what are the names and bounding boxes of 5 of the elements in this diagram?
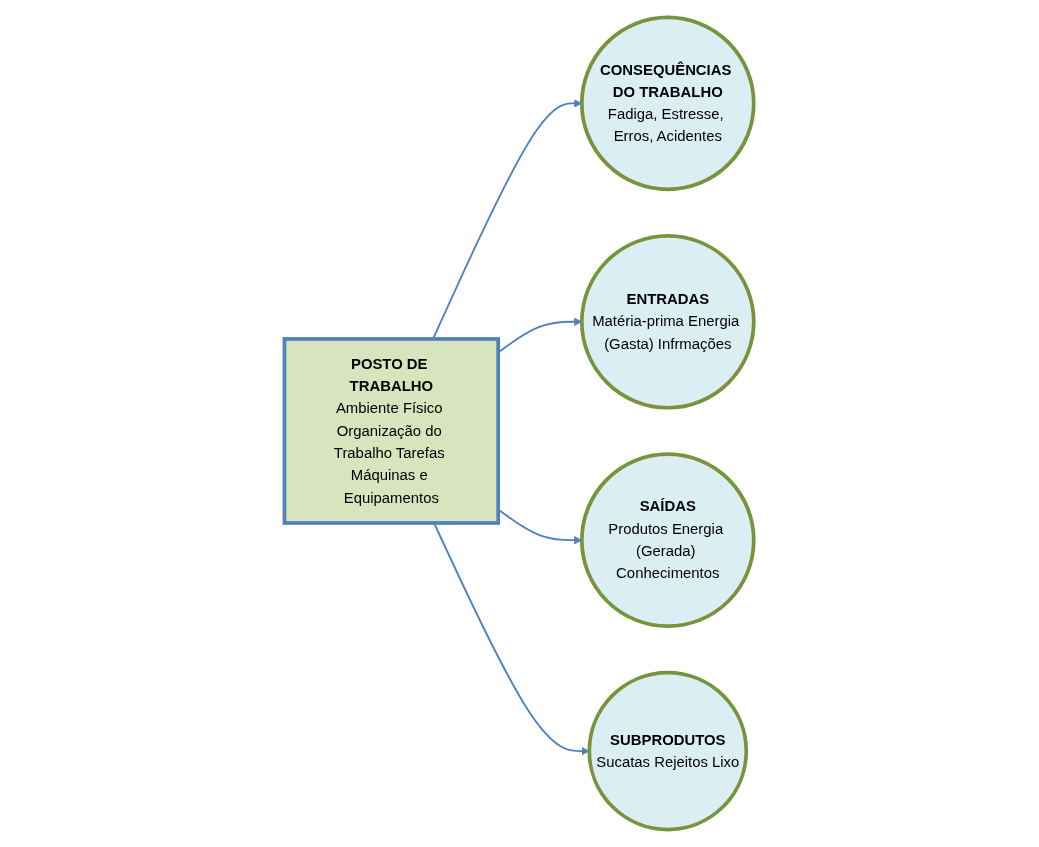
node-box: POSTO DE TRABALHO Ambiente Físico Organização do Trabalho Tarefas Máquinas e Equipamentos xyxy=(283,337,501,525)
node-circle: SAÍDAS Produtos Energia (Gerada) Conhecimentos xyxy=(580,452,756,628)
node-circle: SUBPRODUTOS Sucatas Rejeitos Lixo xyxy=(587,670,749,832)
node-circle: CONSEQUÊNCIAS DO TRABALHO Fadiga, Estresse, Erros, Acidentes xyxy=(580,15,756,192)
node-circle: ENTRADAS Matéria-prima Energia (Gasta) Infrmações xyxy=(580,234,756,410)
